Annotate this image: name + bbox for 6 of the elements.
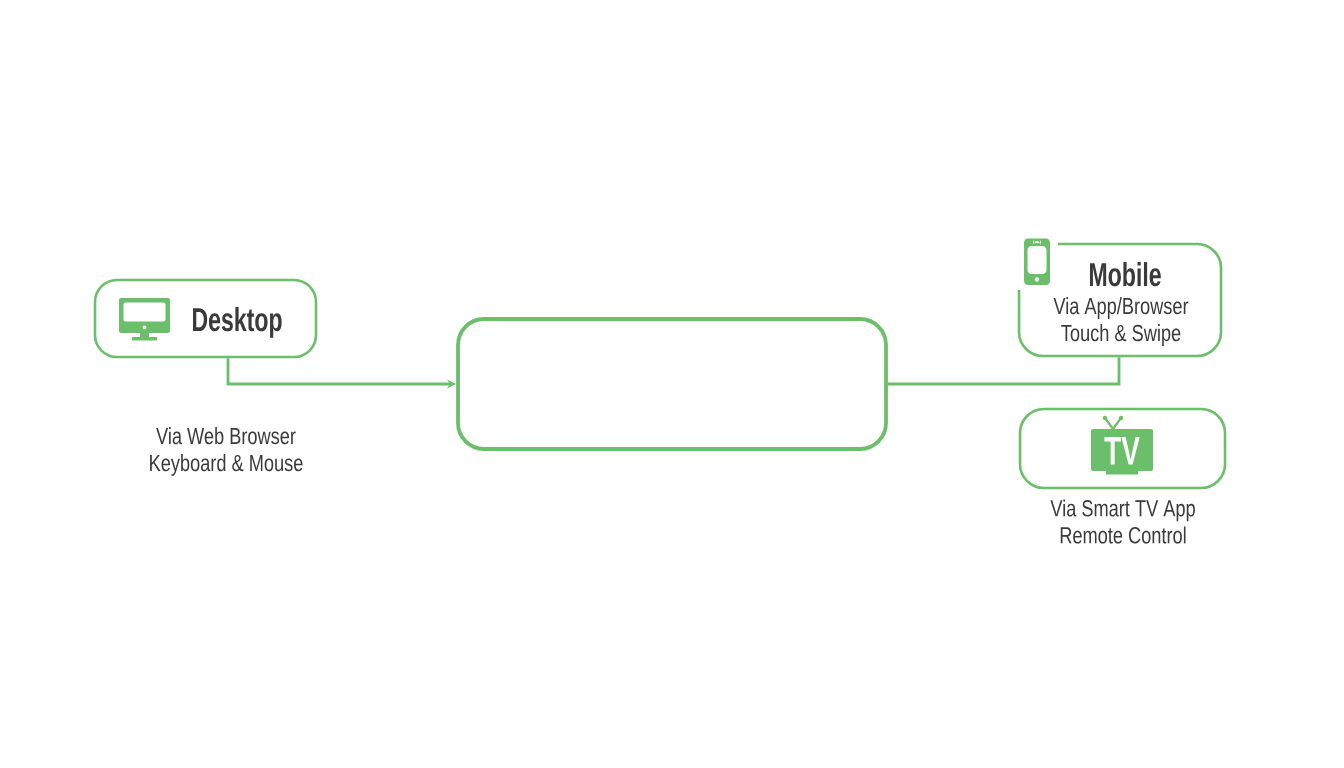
device-card: Desktop <box>93 278 318 359</box>
rounded-box <box>456 317 888 451</box>
connector-line <box>887 357 1121 386</box>
caption-text: Via Web Browser Keyboard & Mouse <box>150 427 303 476</box>
caption-text: Via Smart TV App Remote Control <box>1050 499 1195 544</box>
device-card: Mobile Via App/Browser Touch & Swipe <box>1017 242 1223 358</box>
